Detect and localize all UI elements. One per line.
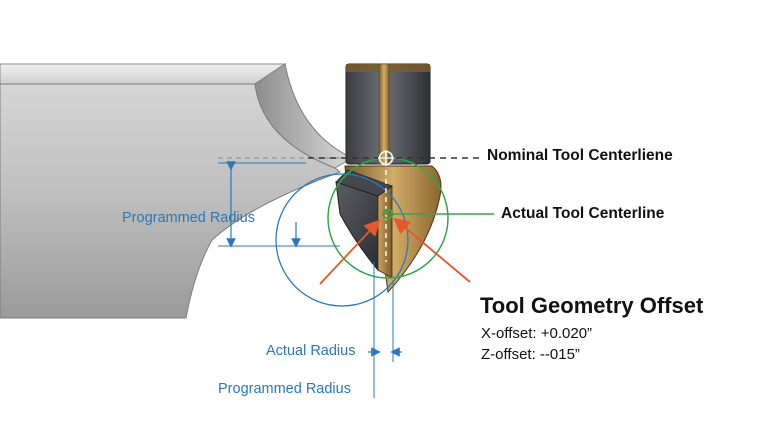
- offset-panel-title: Tool Geometry Offset: [480, 293, 704, 318]
- actual-radius-label: Actual Radius: [266, 343, 356, 359]
- programmed-radius-dimension-left: [218, 161, 340, 248]
- nominal-center-marker: [378, 150, 394, 166]
- tool-shank: [345, 63, 431, 165]
- x-offset-value: X-offset: +0.020”: [481, 325, 593, 342]
- nominal-centerline-label: Nominal Tool Centerliene: [487, 147, 673, 164]
- actual-center-marker: [382, 208, 494, 220]
- workpiece: [0, 63, 354, 319]
- radius-dimension-bottom: [368, 262, 402, 398]
- offset-arrows: [319, 217, 471, 285]
- actual-centerline-label: Actual Tool Centerline: [501, 205, 665, 222]
- programmed-radius-label-left: Programmed Radius: [122, 210, 255, 226]
- programmed-radius-label-bottom: Programmed Radius: [218, 381, 351, 397]
- z-offset-value: Z-offset: --015”: [481, 346, 580, 363]
- programmed-radius-circle: [275, 173, 409, 307]
- tool-insert: [335, 165, 442, 294]
